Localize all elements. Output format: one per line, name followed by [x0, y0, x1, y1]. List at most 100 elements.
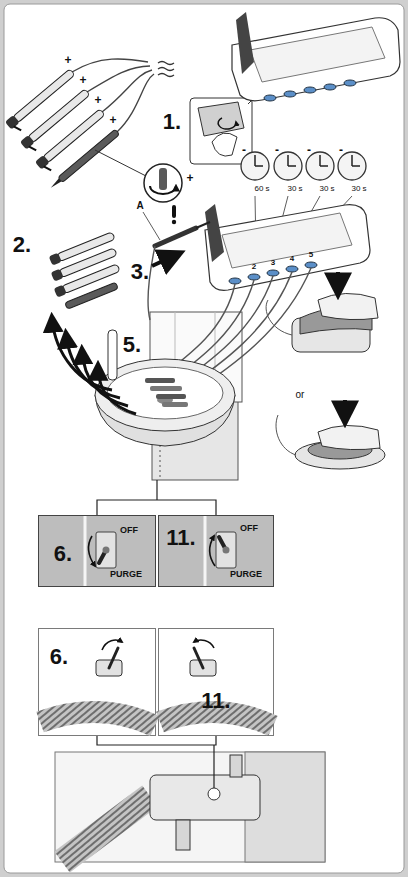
polarity-sign: - — [307, 144, 311, 156]
control-console — [267, 270, 279, 276]
handpiece-hose — [87, 66, 150, 92]
control-console — [284, 91, 296, 97]
water-symbol — [158, 74, 174, 77]
rotation-circle — [144, 164, 182, 202]
step-number: 1. — [163, 111, 181, 133]
holder-number: 3 — [271, 259, 275, 267]
air-water-syringe — [143, 212, 210, 320]
spittoon-bowl — [107, 367, 223, 419]
polarity-sign: - — [339, 144, 343, 156]
inset-detail — [198, 102, 244, 136]
control-console — [324, 84, 336, 90]
handpiece — [65, 282, 119, 309]
timer-clock — [319, 155, 321, 166]
handpiece — [54, 285, 67, 298]
movement-arrow — [66, 334, 120, 398]
handpiece — [65, 282, 119, 309]
switch-label: PURGE — [230, 570, 262, 579]
step-number: 11. — [201, 690, 230, 712]
handpiece-hose — [102, 70, 152, 112]
handpiece — [49, 231, 121, 309]
suction-unit — [230, 755, 242, 777]
foot-control — [266, 300, 292, 335]
timer-clock — [306, 152, 334, 180]
inset-detail — [190, 98, 252, 164]
warning-mark — [172, 205, 176, 218]
control-console — [205, 204, 370, 290]
step-number: 3. — [131, 261, 149, 283]
spittoon-bowl — [162, 402, 188, 407]
foot-control — [266, 272, 378, 352]
time-label: 30 s — [319, 185, 334, 193]
timer-clock — [241, 152, 366, 180]
timer-clock — [352, 165, 360, 167]
control-console — [305, 262, 317, 268]
water-symbol — [158, 62, 174, 77]
polarity-sign: + — [79, 74, 86, 86]
handpiece-hose — [117, 74, 154, 132]
step-number: 11. — [166, 527, 195, 549]
air-water-syringe — [143, 212, 160, 240]
handpiece — [14, 124, 21, 132]
water-symbol — [158, 62, 174, 65]
suction-unit — [62, 796, 150, 862]
inset-detail — [218, 118, 236, 129]
step-number: 6. — [50, 646, 68, 668]
handpiece — [49, 253, 62, 266]
suction-unit — [208, 788, 220, 800]
warning-mark — [172, 205, 176, 224]
control-console — [205, 204, 224, 262]
valve-panel: 6. — [38, 628, 156, 736]
suction-unit — [55, 752, 325, 862]
note-text: or — [296, 390, 305, 400]
frame — [4, 4, 404, 873]
timer-clock — [288, 165, 296, 167]
timer-clock — [241, 152, 269, 180]
foot-control — [276, 400, 385, 469]
step-number: 2. — [13, 234, 31, 256]
timer-clock — [287, 155, 289, 166]
movement-arrow — [152, 254, 178, 266]
air-water-syringe — [196, 222, 210, 228]
bracket-stem — [156, 480, 157, 500]
suction-unit — [55, 752, 325, 862]
air-water-syringe — [148, 246, 155, 320]
timer-clock — [254, 155, 256, 166]
timer-clock — [274, 152, 302, 180]
foot-control — [276, 415, 296, 455]
handpiece — [54, 263, 121, 298]
step-number: 6. — [54, 543, 72, 565]
suction-unit — [150, 775, 260, 820]
timer-clock — [351, 155, 353, 166]
bracket-stem — [213, 745, 214, 788]
part-label: A — [136, 201, 143, 211]
step-number: 5. — [123, 334, 141, 356]
switch-label: PURGE — [110, 570, 142, 579]
handpiece — [44, 164, 51, 172]
handpiece — [50, 178, 62, 189]
water-symbol — [158, 68, 174, 71]
holder-number: 5 — [309, 251, 313, 259]
handpiece — [49, 129, 120, 190]
switch-label: OFF — [240, 524, 258, 533]
polarity-sign: + — [186, 172, 193, 184]
cup-filler — [108, 330, 117, 380]
spittoon-bowl — [156, 394, 186, 399]
leader-line — [95, 150, 146, 176]
switch-label: OFF — [120, 526, 138, 535]
timer-clock — [255, 165, 263, 167]
polarity-sign: + — [64, 54, 71, 66]
spittoon-bowl — [150, 386, 182, 391]
timer-clock — [338, 152, 366, 180]
control-console — [344, 80, 356, 86]
switch-panel: 11. OFF PURGE — [158, 515, 274, 587]
control-console — [236, 12, 254, 74]
rotation-circle — [159, 168, 167, 190]
spittoon-bowl — [145, 378, 175, 383]
control-console — [286, 266, 298, 272]
polarity-sign: - — [275, 144, 279, 156]
